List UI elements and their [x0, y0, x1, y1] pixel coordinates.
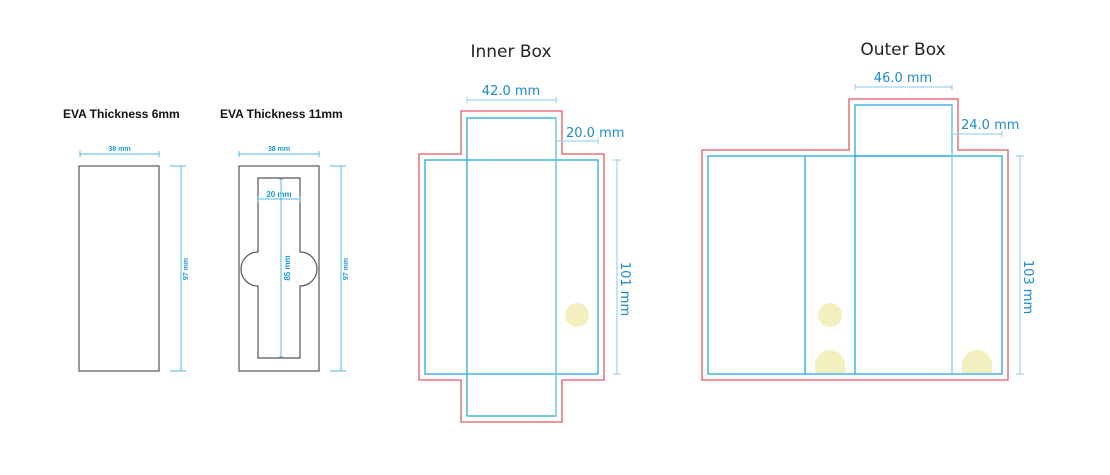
- inner-box-depth-dimension: 20.0 mm: [556, 126, 624, 144]
- outer-box-thumb-notch-left: [815, 350, 845, 373]
- outer-box-cut-line: [701, 98, 1009, 381]
- inner-box-side-flaps: [424, 159, 599, 375]
- inner-box-cut-line: [418, 110, 605, 423]
- outer-box-thumb-hole: [818, 303, 842, 327]
- eva-11mm-cutout-height-label: 85 mm: [283, 255, 292, 280]
- outer-box-width-dimension: 46.0 mm: [854, 71, 953, 90]
- outer-box-height-dimension: 103 mm: [1016, 155, 1035, 375]
- outer-box-fold-lines: [707, 104, 1003, 375]
- eva-11mm-height-dimension: 97 mm: [330, 165, 350, 372]
- eva-11mm-cutout-width-dimension: 20 mm: [257, 190, 301, 202]
- inner-box-depth-label: 20.0 mm: [566, 126, 624, 141]
- inner-box-front-panel: [466, 117, 557, 417]
- inner-box-thumb-notch: [565, 303, 589, 327]
- eva-6mm-foam-outline: [78, 165, 160, 372]
- inner-box-width-dimension: 42.0 mm: [466, 84, 557, 103]
- eva-11mm-panel: EVA Thickness 11mm 38 mm 20 mm 85 mm: [220, 107, 350, 372]
- eva-11mm-width-label: 38 mm: [268, 146, 290, 153]
- outer-box-width-label: 46.0 mm: [874, 71, 932, 86]
- outer-box-depth-label: 24.0 mm: [961, 118, 1019, 133]
- eva-11mm-cutout-outline: [240, 177, 318, 359]
- eva-11mm-height-label: 97 mm: [343, 258, 350, 280]
- outer-box-height-label: 103 mm: [1020, 260, 1035, 314]
- outer-box-depth-dimension: 24.0 mm: [952, 118, 1019, 137]
- eva-6mm-panel: EVA Thickness 6mm 38 mm 97 mm: [63, 107, 190, 372]
- eva-6mm-width-label: 38 mm: [108, 146, 130, 153]
- inner-box-width-label: 42.0 mm: [482, 84, 540, 99]
- eva-11mm-cutout-height-dimension: 85 mm: [279, 178, 293, 358]
- outer-box-thumb-notch-right: [962, 350, 992, 373]
- outer-box-panel: Outer Box 46.0 mm 24.0 mm 103 mm: [701, 40, 1035, 381]
- inner-box-panel: Inner Box 42.0 mm 20.0 mm 101 mm: [418, 42, 632, 423]
- eva-6mm-height-dimension: 97 mm: [170, 165, 190, 372]
- eva-11mm-title: EVA Thickness 11mm: [220, 107, 343, 121]
- eva-11mm-foam-outline: [238, 165, 320, 372]
- eva-11mm-width-dimension: 38 mm: [238, 146, 320, 157]
- inner-box-fold-lines: [424, 117, 599, 417]
- eva-11mm-cutout-width-label: 20 mm: [266, 190, 291, 199]
- eva-6mm-height-label: 97 mm: [183, 258, 190, 280]
- eva-6mm-title: EVA Thickness 6mm: [63, 107, 180, 121]
- outer-box-top-flap: [854, 104, 953, 157]
- eva-6mm-width-dimension: 38 mm: [79, 146, 160, 157]
- inner-box-height-dimension: 101 mm: [613, 159, 632, 375]
- inner-box-height-label: 101 mm: [617, 262, 632, 316]
- outer-box-title: Outer Box: [860, 40, 945, 60]
- inner-box-title: Inner Box: [470, 42, 551, 62]
